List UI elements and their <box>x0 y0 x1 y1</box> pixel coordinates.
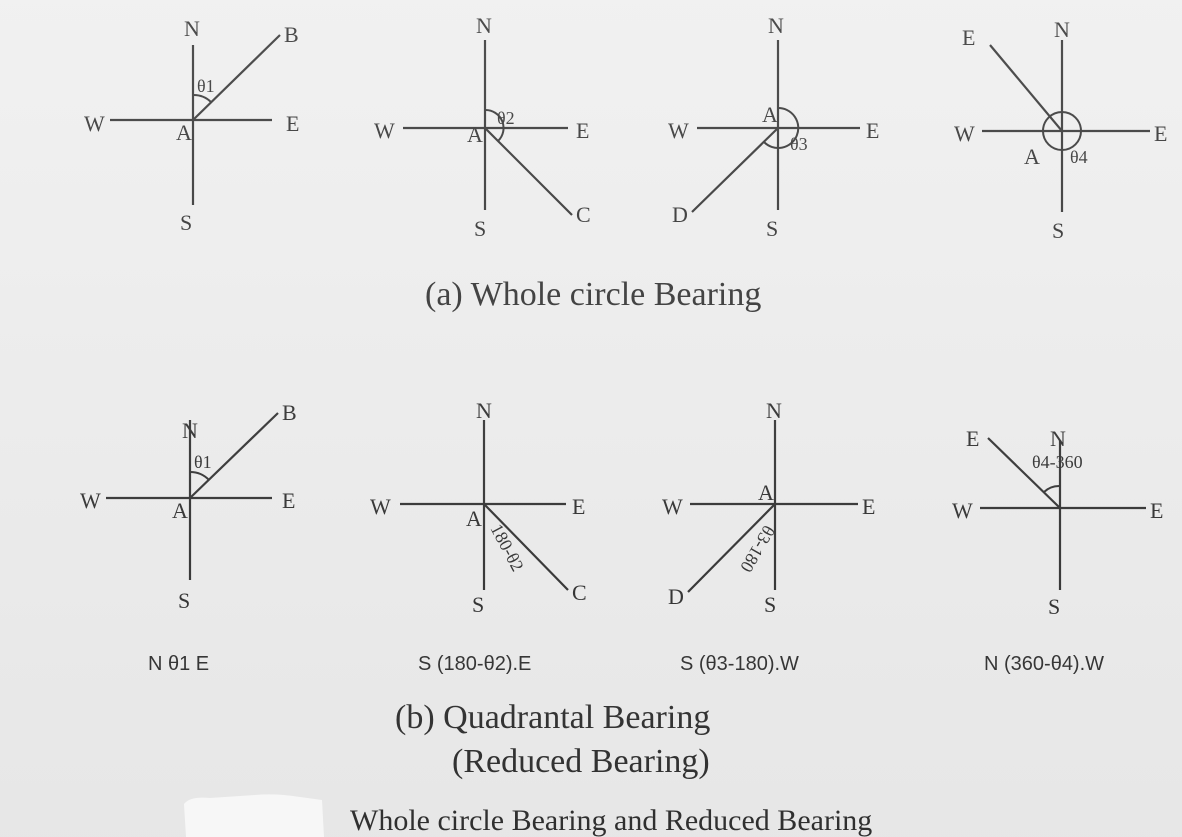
caption-whole-circle: (a) Whole circle Bearing <box>425 276 761 313</box>
point-label: B <box>282 400 297 425</box>
point-label: E <box>966 426 979 451</box>
angle-label: θ3-180 <box>736 522 779 576</box>
south-label: S <box>766 216 778 241</box>
north-label: N <box>476 398 492 423</box>
point-label: C <box>576 202 591 227</box>
angle-label: θ1 <box>194 452 212 472</box>
east-label: E <box>862 494 875 519</box>
center-label: A <box>176 120 192 145</box>
diagram-a1: N S E W A B θ1 <box>84 16 299 235</box>
west-label: W <box>954 121 975 146</box>
east-label: E <box>572 494 585 519</box>
diagram-b1: N S E W A B θ1 <box>80 400 297 613</box>
north-label: N <box>184 16 200 41</box>
caption-quadrantal: (b) Quadrantal Bearing <box>395 699 710 736</box>
angle-label: 180-θ2 <box>486 520 527 574</box>
west-label: W <box>374 118 395 143</box>
figure-title: Whole circle Bearing and Reduced Bearing <box>350 804 872 837</box>
south-label: S <box>180 210 192 235</box>
point-label: C <box>572 580 587 605</box>
diagram-a3: N S E W A D θ3 <box>668 13 879 241</box>
bearing-line-ae <box>987 437 1061 509</box>
east-label: E <box>282 488 295 513</box>
south-label: S <box>1048 594 1060 619</box>
diagram-a4: N S E W A E θ4 <box>954 17 1167 243</box>
center-label: A <box>172 498 188 523</box>
angle-arc <box>763 106 800 149</box>
bearing-line-ac <box>483 503 569 591</box>
angle-label: θ3 <box>790 134 808 154</box>
east-label: E <box>576 118 589 143</box>
west-label: W <box>370 494 391 519</box>
center-label: A <box>1024 144 1040 169</box>
bearing-line-ab <box>192 34 281 121</box>
east-label: E <box>866 118 879 143</box>
angle-label: θ4 <box>1070 147 1088 167</box>
formula-3: S (θ3-180).W <box>680 653 799 675</box>
bearing-line-ab <box>189 412 279 499</box>
angle-arc <box>1043 485 1061 493</box>
bearing-line-ad <box>687 503 776 593</box>
north-label: N <box>768 13 784 38</box>
formula-1: N θ1 E <box>148 653 209 675</box>
point-label: B <box>284 22 299 47</box>
west-label: W <box>80 488 101 513</box>
west-label: W <box>668 118 689 143</box>
diagram-b3: N S E W A D θ3-180 <box>662 398 875 617</box>
bearing-line-ad <box>691 127 779 213</box>
south-label: S <box>472 592 484 617</box>
diagram-b4: N S E W E θ4-360 <box>952 426 1163 619</box>
caption-reduced: (Reduced Bearing) <box>452 743 710 780</box>
angle-arc <box>484 108 505 142</box>
north-label: N <box>766 398 782 423</box>
angle-arc <box>1042 111 1082 151</box>
angle-label: θ4-360 <box>1032 452 1083 472</box>
point-label: D <box>668 584 684 609</box>
center-label: A <box>758 480 774 505</box>
center-label: A <box>762 102 778 127</box>
east-label: E <box>1154 121 1167 146</box>
diagram-b2: N S E W A C 180-θ2 <box>370 398 587 617</box>
point-label: E <box>962 25 975 50</box>
formula-2: S (180-θ2).E <box>418 653 531 675</box>
north-label: N <box>476 13 492 38</box>
east-label: E <box>1150 498 1163 523</box>
north-label: N <box>1050 426 1066 451</box>
diagram-a2: N S E W A C θ2 <box>374 13 591 241</box>
west-label: W <box>952 498 973 523</box>
center-label: A <box>466 506 482 531</box>
angle-label: θ1 <box>197 76 215 96</box>
west-label: W <box>662 494 683 519</box>
south-label: S <box>764 592 776 617</box>
angle-label: θ2 <box>497 108 515 128</box>
bearing-line-ac <box>484 127 573 216</box>
point-label: D <box>672 202 688 227</box>
bearing-line-ae <box>989 44 1063 132</box>
west-label: W <box>84 111 105 136</box>
angle-arc <box>192 93 212 103</box>
east-label: E <box>286 111 299 136</box>
angle-arc <box>189 470 210 481</box>
south-label: S <box>474 216 486 241</box>
north-label: N <box>182 418 198 443</box>
south-label: S <box>178 588 190 613</box>
formula-4: N (360-θ4).W <box>984 653 1104 675</box>
scan-blank-patch <box>184 794 324 837</box>
north-label: N <box>1054 17 1070 42</box>
center-label: A <box>467 122 483 147</box>
south-label: S <box>1052 218 1064 243</box>
